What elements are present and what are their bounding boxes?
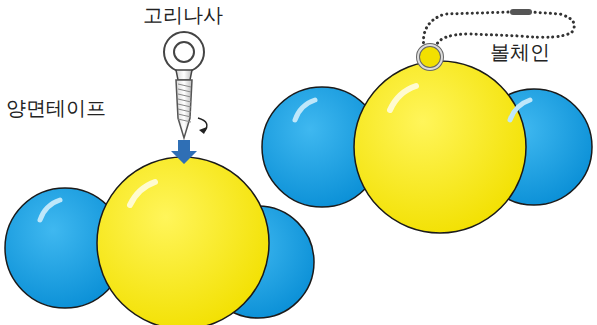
left-molecule: [5, 157, 314, 325]
thread-line: [178, 94, 191, 97]
screw-ring: [164, 32, 204, 72]
down-arrow: [171, 140, 197, 164]
highlight: [390, 86, 416, 110]
highlight: [295, 100, 315, 120]
highlight: [510, 100, 530, 120]
part-label: 고리나사: [141, 4, 225, 26]
thread-line: [178, 114, 191, 117]
thread-line: [178, 99, 191, 102]
screw-ring-hole: [174, 42, 194, 62]
part-label: 볼체인: [488, 41, 552, 63]
thread-line: [178, 89, 191, 92]
eye-ring: [418, 45, 442, 69]
highlight: [40, 200, 60, 220]
highlight: [130, 182, 155, 205]
eye-screw: [164, 32, 204, 138]
screw-threads: [178, 84, 191, 122]
yellow-atom: [354, 61, 526, 233]
thread-line: [178, 109, 191, 112]
thread-line: [178, 84, 191, 87]
part-label: 양면테이프: [4, 97, 108, 119]
thread-line: [178, 104, 191, 107]
screw-shaft: [176, 80, 192, 138]
thread-line: [178, 119, 191, 122]
eye-ring: [418, 45, 442, 69]
right-molecule: [262, 61, 592, 233]
chain-clasp: [510, 9, 532, 15]
rotation-arrowhead: [199, 127, 207, 134]
screw-neck: [176, 70, 192, 80]
yellow-atom: [97, 157, 269, 325]
